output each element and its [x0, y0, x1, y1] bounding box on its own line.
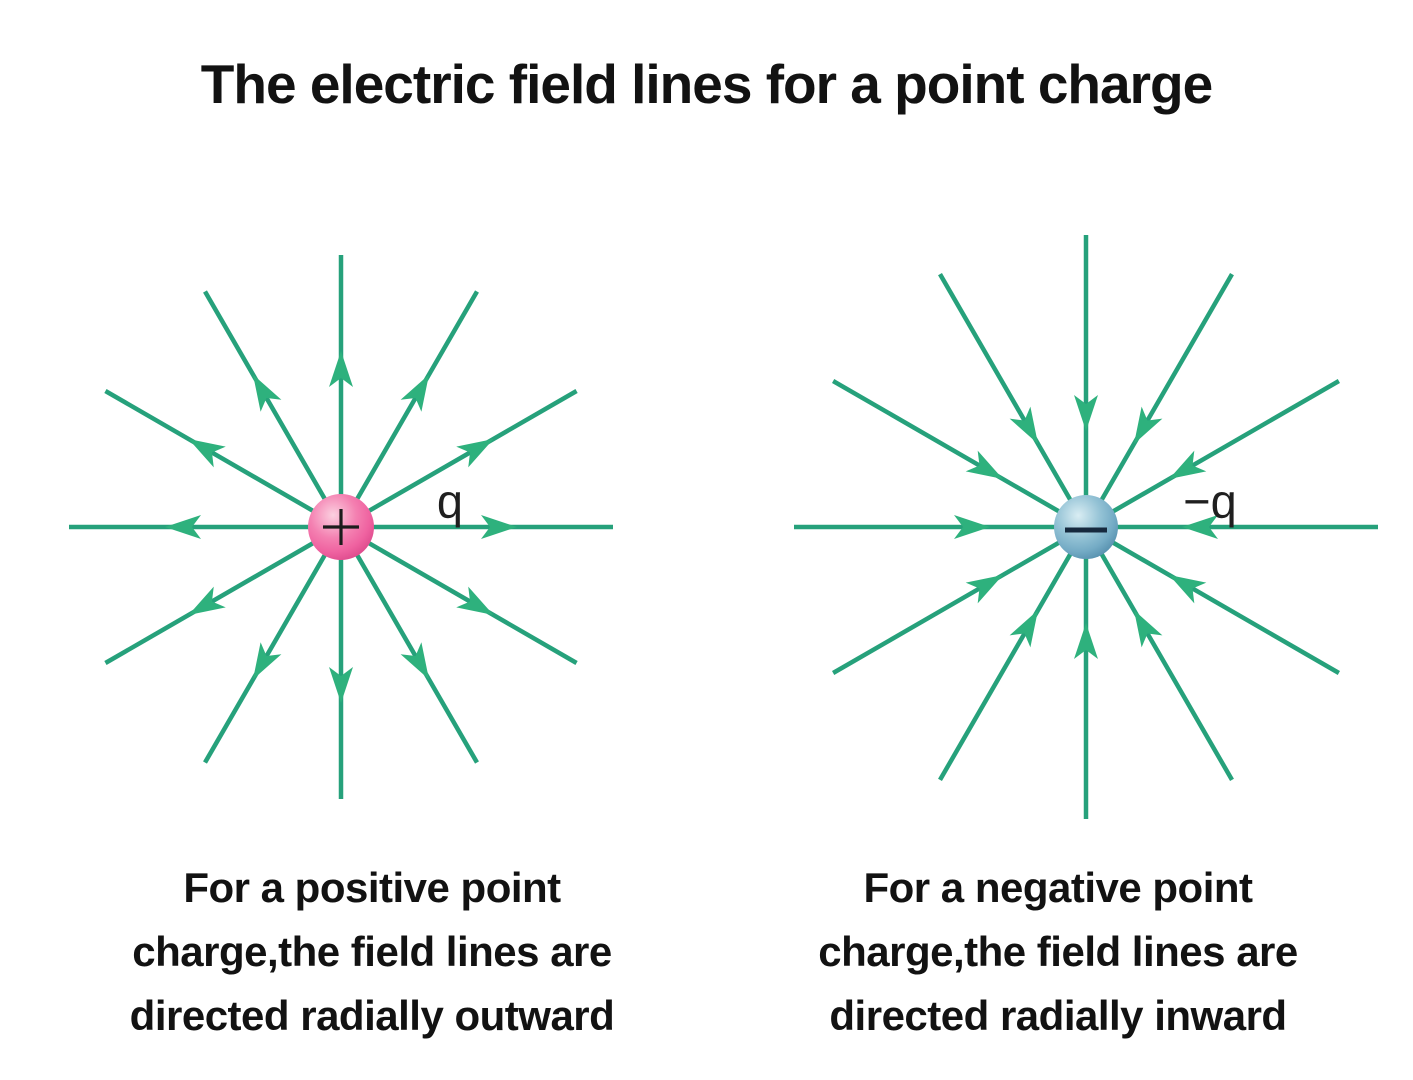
caption-line: For a positive point	[183, 864, 561, 911]
field-arrowhead	[165, 515, 201, 539]
field-arrowhead	[456, 586, 494, 615]
field-line	[339, 290, 479, 529]
field-line	[1084, 379, 1341, 529]
negative-caption: For a negative point charge,the field li…	[738, 856, 1378, 1048]
field-line	[203, 525, 343, 764]
caption-line: For a negative point	[863, 864, 1253, 911]
caption-line: directed radially outward	[129, 992, 615, 1039]
field-line	[339, 525, 479, 764]
field-arrowhead	[1074, 395, 1098, 431]
charge-label: q	[437, 475, 463, 528]
field-line	[339, 525, 578, 665]
field-arrowhead	[965, 450, 1003, 479]
field-arrowhead	[1134, 406, 1163, 444]
negative-charge-sphere	[1054, 495, 1118, 559]
field-arrowhead	[188, 439, 226, 468]
field-line	[203, 290, 343, 529]
field-line	[339, 389, 578, 529]
field-arrowhead	[1009, 406, 1038, 444]
field-arrowhead	[1134, 610, 1163, 648]
charge-label: −q	[1183, 475, 1237, 528]
field-arrowhead	[481, 515, 517, 539]
field-line	[104, 525, 343, 665]
field-arrowhead	[1169, 575, 1207, 604]
field-arrowhead	[1169, 450, 1207, 479]
field-arrowhead	[400, 374, 429, 412]
positive-caption: For a positive point charge,the field li…	[52, 856, 692, 1048]
figure-title: The electric field lines for a point cha…	[200, 53, 1213, 115]
field-arrowhead	[253, 374, 282, 412]
field-line	[1084, 525, 1341, 675]
positive-charge-diagram: q	[69, 255, 613, 799]
field-line	[1084, 525, 1234, 782]
field-arrowhead	[188, 586, 226, 615]
caption-line: directed radially inward	[829, 992, 1287, 1039]
field-arrowhead	[456, 439, 494, 468]
field-line	[1084, 272, 1234, 529]
negative-charge-diagram: −q	[794, 235, 1378, 819]
field-line	[938, 525, 1088, 782]
field-arrowhead	[1009, 610, 1038, 648]
field-arrowhead	[329, 667, 353, 703]
field-arrowhead	[1074, 623, 1098, 659]
field-arrowhead	[1182, 515, 1218, 539]
field-line	[831, 379, 1088, 529]
field-arrowhead	[400, 642, 429, 680]
field-arrowhead	[954, 515, 990, 539]
field-arrowhead	[329, 351, 353, 387]
caption-line: charge,the field lines are	[818, 928, 1298, 975]
caption-line: charge,the field lines are	[132, 928, 612, 975]
field-arrowhead	[965, 575, 1003, 604]
field-line	[938, 272, 1088, 529]
field-arrowhead	[253, 642, 282, 680]
field-line	[831, 525, 1088, 675]
field-line	[104, 389, 343, 529]
